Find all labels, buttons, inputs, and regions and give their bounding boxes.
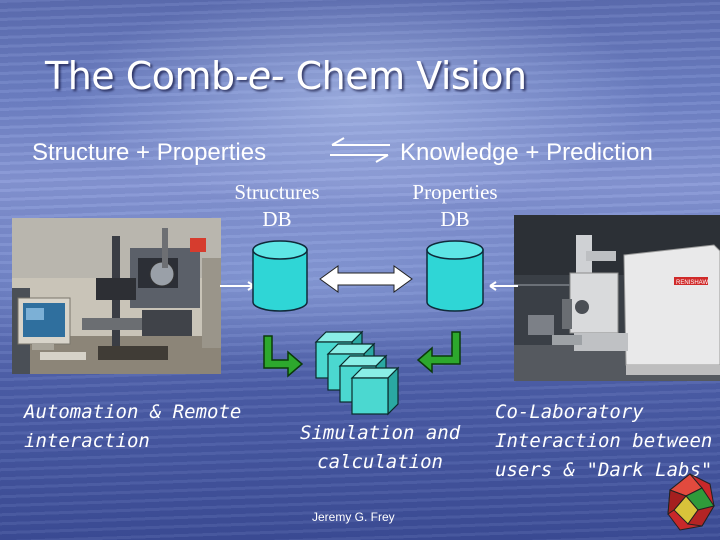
automation-caption: Automation & Remote interaction [24,401,242,452]
properties-db-label: Properties DB [412,180,498,231]
automation-lab-photo [12,218,221,374]
structures-db-label: Structures DB [234,180,320,231]
properties-db-cylinder-icon [426,240,484,312]
polyhedron-icon [667,473,716,531]
bent-arrow-right-icon [416,331,461,374]
structures-db-cylinder-icon [252,240,308,312]
microscope-instrument-photo: RENISHAW [514,215,720,381]
knowledge-prediction-label: Knowledge + Prediction [400,139,653,166]
author-footer: Jeremy G. Frey [312,510,395,524]
simulation-caption: Simulation and calculation [300,422,461,473]
reversible-arrows-icon [330,137,390,163]
cube-stack-icon [314,330,400,416]
structure-properties-label: Structure + Properties [32,139,267,166]
right-connector-arrow [489,281,518,291]
renishaw-brand-text: RENISHAW [676,280,708,286]
bent-arrow-left-icon [263,335,304,378]
double-arrow-icon [319,265,413,293]
slide-title: The Comb-e- Chem Vision [45,54,527,98]
colab-caption: Co-Laboratory Interaction between users … [495,401,713,481]
